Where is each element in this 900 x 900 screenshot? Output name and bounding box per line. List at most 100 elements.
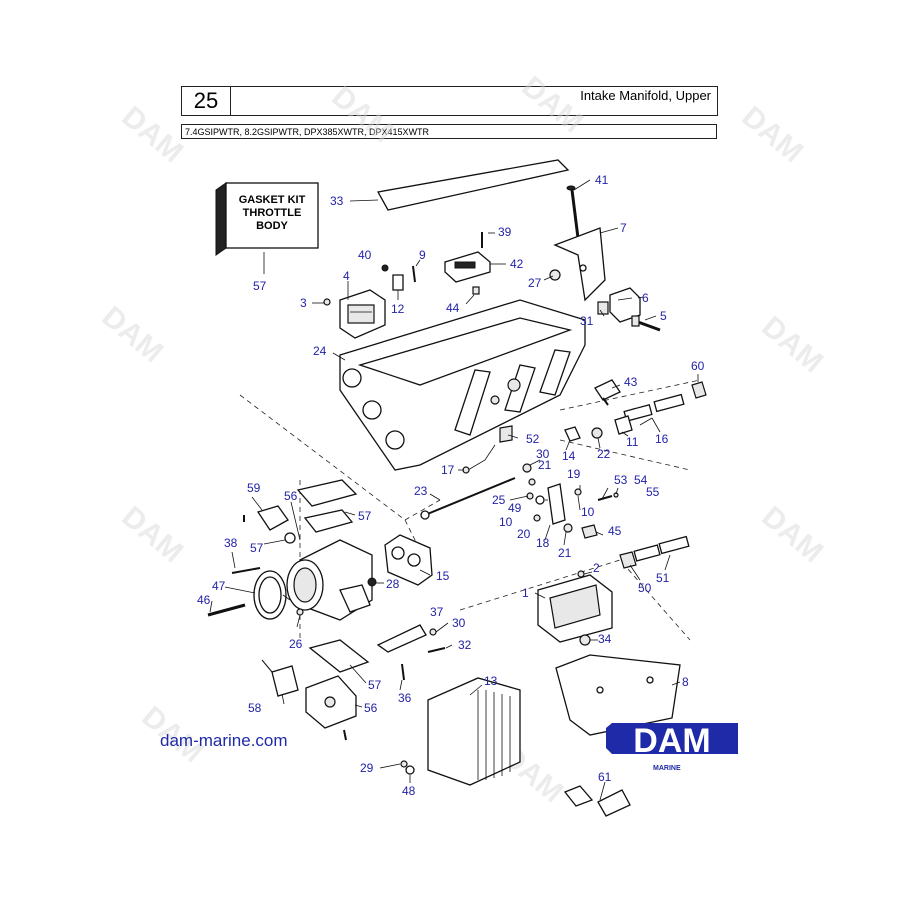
part-5-bolt: [631, 315, 661, 332]
part-14-block: [564, 426, 581, 442]
callout-13: 13: [484, 674, 498, 688]
part-11-fitting: [614, 415, 633, 435]
logo-text: DAM: [633, 722, 710, 760]
callout-42: 42: [510, 257, 524, 271]
watermark: DAM: [116, 500, 190, 569]
part-57-seal: [284, 532, 296, 544]
part-40-screw: [381, 264, 389, 272]
part-22-fitting: [591, 427, 603, 439]
callout-17: 17: [441, 463, 455, 477]
part-29-screw: [400, 760, 408, 768]
callout-57c: 57: [250, 541, 264, 555]
callout-8: 8: [682, 675, 689, 689]
callout-3: 3: [300, 296, 307, 310]
callout-29: 29: [360, 761, 374, 775]
screw: [343, 729, 347, 741]
part-27-nut: [549, 269, 561, 281]
assembly-line: [459, 559, 691, 641]
callout-52: 52: [526, 432, 540, 446]
part-gasket-plate: [296, 479, 358, 507]
callout-4: 4: [343, 269, 350, 283]
callout-30a: 30: [536, 447, 550, 461]
callout-26: 26: [289, 637, 303, 651]
part-50-clamp: [619, 551, 637, 569]
callout-1: 1: [522, 586, 529, 600]
callout-6: 6: [642, 291, 649, 305]
leader-lines: [209, 232, 699, 801]
part-21b-washer: [563, 523, 573, 533]
callout-12: 12: [391, 302, 405, 316]
diagram-title: Intake Manifold, Upper: [580, 88, 711, 103]
part-42-sensor: [444, 251, 491, 283]
model-list: 7.4GSIPWTR, 8.2GSIPWTR, DPX385XWTR, DPX4…: [181, 124, 717, 139]
part-51-hoses: [633, 535, 690, 562]
watermark: DAM: [116, 100, 190, 169]
part-31-spacer: [597, 301, 609, 315]
part-7-bracket: [553, 227, 619, 302]
callout-30b: 30: [452, 616, 466, 630]
callout-31: 31: [580, 314, 594, 328]
title-box: Intake Manifold, Upper: [229, 86, 718, 116]
callout-45: 45: [608, 524, 622, 538]
part-19-screw: [574, 488, 582, 496]
watermark: DAM: [326, 80, 400, 149]
watermark: DAM: [516, 70, 590, 139]
part-15-gasket: [384, 534, 433, 586]
part-44-plug: [472, 286, 480, 295]
part-38-screw: [231, 567, 261, 574]
callout-44: 44: [446, 301, 460, 315]
part-21-washer: [528, 478, 536, 486]
callout-56b: 56: [364, 701, 378, 715]
callout-14: 14: [562, 449, 576, 463]
callout-53: 53: [614, 473, 628, 487]
watermark: DAM: [96, 300, 170, 369]
part-47-gasket-ring: [253, 570, 287, 620]
callout-21a: 21: [538, 458, 552, 472]
part-30-nut: [522, 463, 532, 473]
part-37-lever: [376, 624, 427, 653]
callout-22: 22: [597, 447, 611, 461]
callout-55: 55: [646, 485, 660, 499]
part-1-ecm: [537, 574, 613, 643]
callout-11: 11: [626, 435, 639, 449]
callout-50: 50: [638, 581, 652, 595]
gasket-kit-box: GASKET KIT THROTTLE BODY: [215, 182, 319, 274]
part-58-sensor: [261, 659, 299, 697]
part-48-washer: [405, 765, 415, 775]
part-34-nut: [579, 634, 591, 646]
part-57-gasket: [303, 509, 354, 533]
assembly-line: [404, 499, 441, 521]
callout-21b: 21: [558, 546, 572, 560]
part-46-stud: [207, 603, 246, 617]
part-57-plate: [308, 639, 370, 673]
callout-25: 25: [492, 493, 506, 507]
part-3-screw: [323, 298, 331, 306]
callout-36: 36: [398, 691, 412, 705]
part-20-nut: [533, 514, 541, 522]
part-8-bracket: [555, 654, 681, 736]
callout-43: 43: [624, 375, 638, 389]
callout-48: 48: [402, 784, 416, 798]
part-56-iac-valve: [305, 675, 357, 729]
part-56-throttle-body: [286, 539, 373, 621]
callout-2: 2: [593, 561, 600, 575]
part-16-hoses: [623, 393, 685, 422]
part-23-link-rod: [420, 477, 516, 520]
callout-28: 28: [386, 577, 400, 591]
callout-39: 39: [498, 225, 512, 239]
callout-56a: 56: [284, 489, 298, 503]
callout-60: 60: [691, 359, 705, 373]
part-53-screw: [597, 495, 613, 501]
website-link[interactable]: dam-marine.com: [160, 731, 288, 750]
gasket-kit-line-3: BODY: [256, 220, 288, 232]
part-43-sensor: [594, 379, 621, 406]
part-12-clip: [392, 274, 404, 291]
assembly-line: [559, 439, 691, 471]
callout-10b: 10: [581, 505, 595, 519]
part-32-screw: [427, 647, 446, 653]
callout-37: 37: [430, 605, 444, 619]
part-18-lever: [547, 483, 566, 525]
callout-16: 16: [655, 432, 669, 446]
gasket-kit-line-2: THROTTLE: [243, 207, 302, 219]
part-61-hoses: [563, 785, 631, 817]
